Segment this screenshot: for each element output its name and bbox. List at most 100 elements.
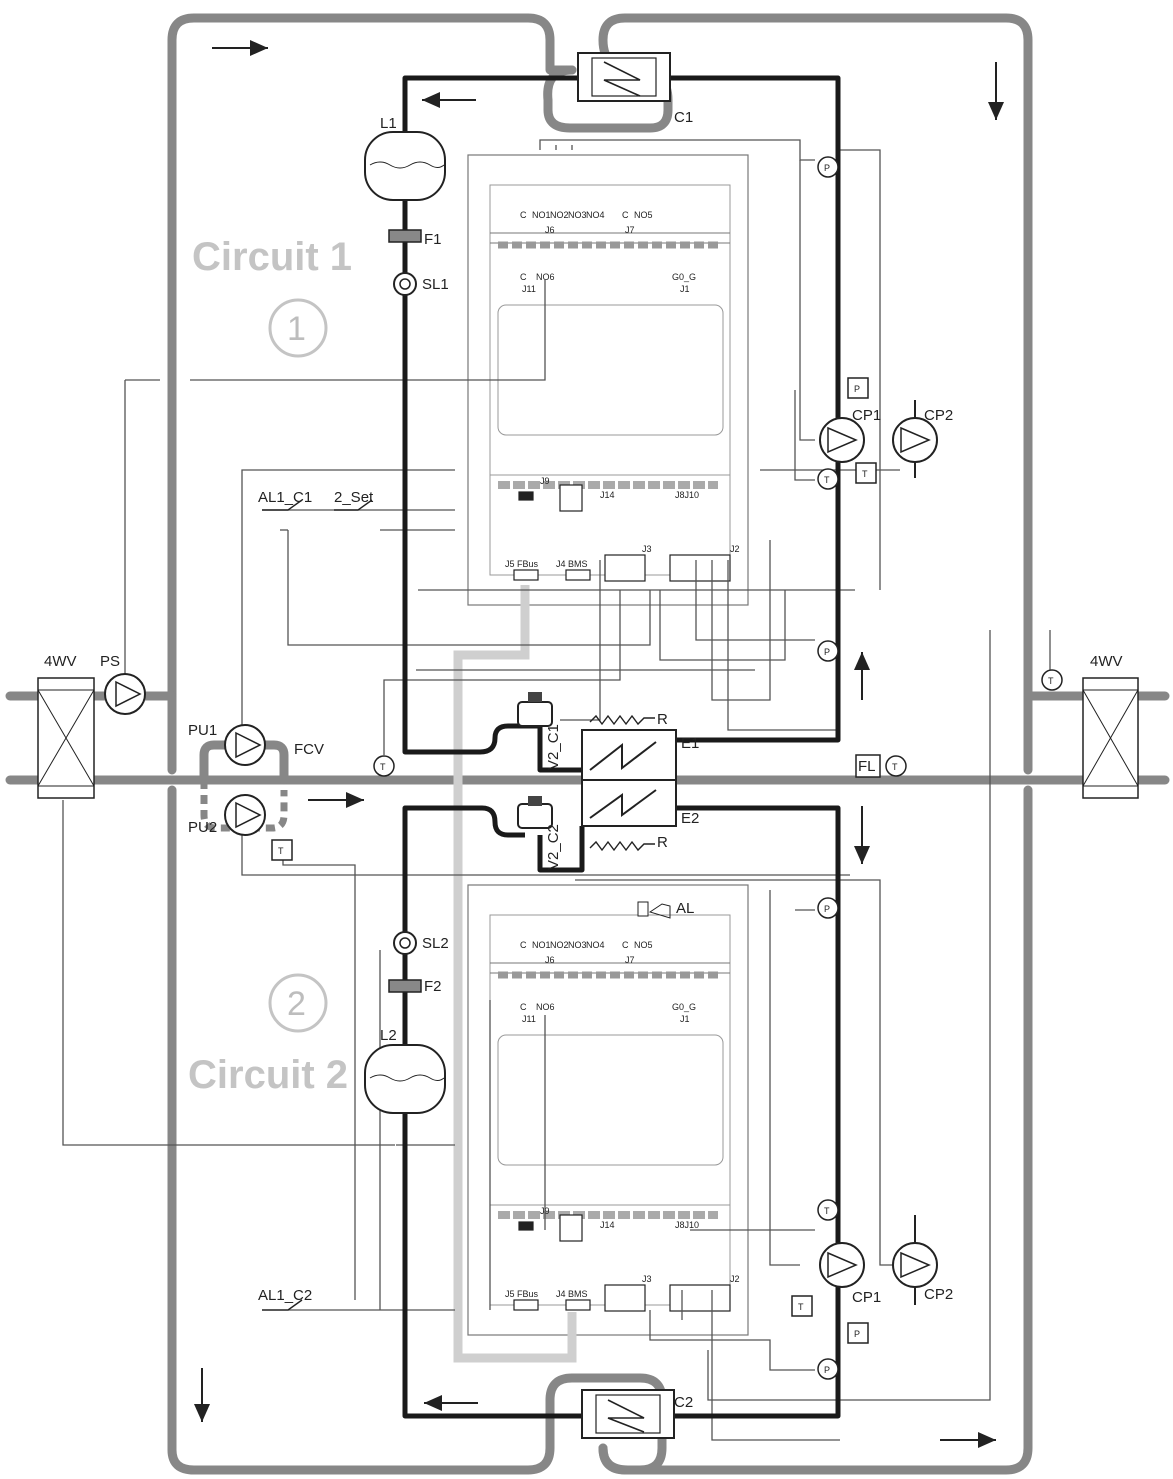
ctrl-bot-j3: J3 (642, 1274, 652, 1284)
ctrl-bot-j7: J7 (625, 955, 635, 965)
ctrl-top-no1: NO1 (532, 210, 551, 220)
label-al: AL (676, 900, 694, 917)
pressure-sensor-1: P (817, 156, 839, 178)
temp-sensor-2: T (817, 1199, 839, 1221)
switch-al1-c2 (262, 1299, 303, 1311)
four-way-valve-left (37, 677, 95, 799)
pump-pu1 (224, 724, 266, 766)
pump-pu2 (224, 794, 266, 836)
svg-text:T: T (824, 1206, 830, 1216)
label-fcv: FCV (294, 741, 324, 758)
label-4wv-right: 4WV (1090, 653, 1123, 670)
ctrl-top-g: G0_G (672, 272, 696, 282)
ctrl-top-j1: J1 (680, 284, 690, 294)
ctrl-bot-g: G0_G (672, 1002, 696, 1012)
svg-text:P: P (854, 384, 860, 394)
alarm-al (637, 901, 671, 919)
circuit-1-number-badge: 1 (268, 298, 328, 358)
temp-sensor-1: T (817, 468, 839, 490)
circuit-2-number-badge: 2 (268, 973, 328, 1033)
ctrl-top-j4: J4 BMS (556, 559, 588, 569)
ctrl-bot-j11: J11 (522, 1014, 536, 1024)
label-l2: L2 (380, 1027, 397, 1044)
label-f1: F1 (424, 231, 442, 248)
svg-text:P: P (854, 1329, 860, 1339)
ctrl-bot-no6: NO6 (536, 1002, 555, 1012)
compressor-cp1-top (819, 417, 865, 463)
pressure-sensor-2: P (817, 640, 839, 662)
label-cp2-bottom: CP2 (924, 1286, 953, 1303)
heater-r-top (589, 714, 655, 726)
ctrl-top-j7c: C (622, 210, 629, 220)
ctrl-top-j2: J2 (730, 544, 740, 554)
ctrl-top-j11: J11 (522, 284, 536, 294)
label-pu2: PU2 (188, 819, 217, 836)
ctrl-top-j8j10: J8J10 (675, 490, 699, 500)
label-cp1-bottom: CP1 (852, 1289, 881, 1306)
refrigerant-circuit-1 (402, 75, 841, 773)
ctrl-top-j7: J7 (625, 225, 635, 235)
label-pu1: PU1 (188, 722, 217, 739)
svg-text:T: T (862, 469, 868, 479)
label-v2-c1: V2_C1 (545, 724, 562, 770)
pressure-sensor-3: P (817, 897, 839, 919)
ctrl-top-no5: NO5 (634, 210, 653, 220)
label-c1: C1 (674, 109, 693, 126)
liquid-receiver-l2 (364, 1044, 446, 1114)
temp-sensor-3: T (373, 755, 395, 777)
ctrl-bot-j8j10: J8J10 (675, 1220, 699, 1230)
ctrl-bot-j2: J2 (730, 1274, 740, 1284)
svg-text:1: 1 (287, 310, 306, 348)
svg-text:T: T (278, 846, 284, 856)
ctrl-top-no3: NO3 (568, 210, 587, 220)
expansion-valve-v2-c2 (517, 796, 553, 829)
ctrl-bot-j6: J6 (545, 955, 555, 965)
compressor-cp2-bottom (892, 1215, 938, 1305)
svg-text:P: P (824, 904, 830, 914)
svg-text:P: P (824, 647, 830, 657)
sight-glass-sl1 (393, 272, 417, 296)
svg-text:T: T (892, 762, 898, 772)
svg-text:T: T (798, 1302, 804, 1312)
ctrl-bot-no3: NO3 (568, 940, 587, 950)
ctrl-top-no4: NO4 (586, 210, 605, 220)
label-al1-c1: AL1_C1 (258, 489, 312, 506)
switch-al1-c1 (262, 499, 303, 511)
svg-text:P: P (824, 1365, 830, 1375)
ctrl-top-no0: C (520, 210, 527, 220)
ctrl-bot-j14: J14 (600, 1220, 615, 1230)
condenser-c1 (577, 52, 671, 102)
ctrl-top-j6: J6 (545, 225, 555, 235)
ctrl-bot-j1: J1 (680, 1014, 690, 1024)
flow-switch-fl: FL (855, 754, 881, 778)
filter-f1 (388, 229, 422, 243)
ctrl-top-no2: NO2 (550, 210, 569, 220)
fieldbus-link (453, 585, 577, 1363)
compressor-cp2-top (892, 400, 938, 478)
circuit-2-title: Circuit 2 (188, 1053, 348, 1097)
pressure-switch-bottom: P (847, 1322, 869, 1344)
svg-text:FL: FL (858, 758, 876, 775)
ctrl-top-j5: J5 FBus (505, 559, 539, 569)
ctrl-top-j3: J3 (642, 544, 652, 554)
circuit-1-title: Circuit 1 (192, 235, 352, 279)
evaporator-e1 (581, 729, 677, 781)
ctrl-bot-j4: J4 BMS (556, 1289, 588, 1299)
svg-text:T: T (380, 762, 386, 772)
label-r-bottom: R (657, 834, 668, 851)
svg-text:T: T (1048, 676, 1054, 686)
label-e2: E2 (681, 810, 699, 827)
label-2-set: 2_Set (334, 489, 374, 506)
thermostat-top: T (855, 462, 877, 484)
controller-bottom (468, 885, 748, 1335)
ctrl-top-j14: J14 (600, 490, 615, 500)
condenser-c2 (581, 1389, 675, 1439)
liquid-receiver-l1 (364, 131, 446, 201)
label-sl2: SL2 (422, 935, 449, 952)
pressure-sensor-4: P (817, 1358, 839, 1380)
ctrl-bot-j11c: C (520, 1002, 527, 1012)
ctrl-bot-j5: J5 FBus (505, 1289, 539, 1299)
ctrl-bot-no0: C (520, 940, 527, 950)
label-v2-c2: V2_C2 (545, 824, 562, 870)
temp-sensor-4: T (885, 755, 907, 777)
